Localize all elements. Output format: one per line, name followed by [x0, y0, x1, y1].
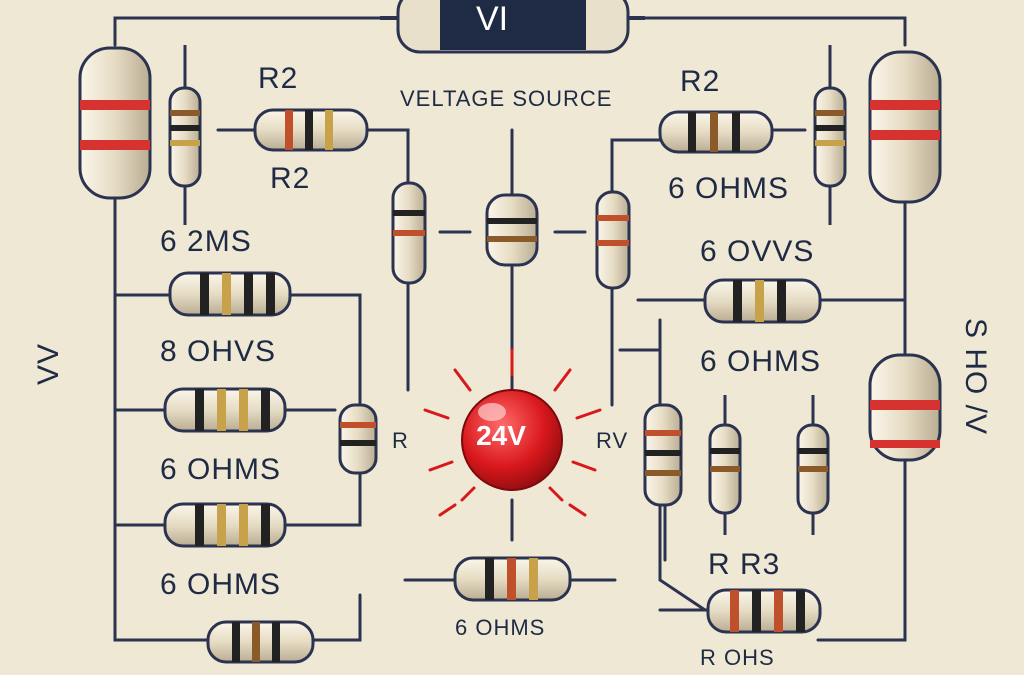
- resistor-center: [485, 193, 539, 267]
- label-r-6-ovvs: 6 OVVS: [700, 235, 815, 268]
- label-bottom-6-ohms: 6 OHMS: [455, 615, 546, 640]
- resistor-right-vertical-1: [643, 403, 683, 507]
- resistor-big-top-left: [78, 46, 152, 200]
- label-6-ohms-a: 6 OHMS: [160, 453, 282, 486]
- bulb-label: 24V: [476, 420, 526, 451]
- resistor-bottom-center: [453, 556, 572, 602]
- resistor-right-row-1: [703, 278, 822, 324]
- label-r2-top-left: R2: [258, 62, 299, 95]
- resistor-left-row-3: [163, 502, 287, 548]
- voltage-source-caption: VELTAGE SOURCE: [400, 86, 613, 111]
- bulb-highlight: [478, 403, 506, 421]
- label-8-ohms: 8 OHVS: [160, 335, 277, 368]
- resistor-r2-top-right: [658, 110, 774, 154]
- resistor-left-ladder-vertical: [338, 403, 378, 475]
- label-r-6ohms: 6 OHMS: [668, 172, 790, 205]
- resistor-top-left-small: [168, 45, 202, 225]
- resistor-left-row-1: [168, 271, 292, 317]
- label-r2-mid-left: R2: [270, 162, 311, 195]
- label-6-2ms: 6 2MS: [160, 225, 252, 258]
- resistor-bottom-right: [706, 588, 822, 634]
- label-6-ohms-b: 6 OHMS: [160, 568, 282, 601]
- label-bottom-r-ohs: R OHS: [700, 645, 775, 670]
- resistor-big-top-right: [868, 50, 942, 204]
- label-r-r3: R R3: [708, 548, 781, 581]
- label-right-rv: RV: [596, 428, 629, 453]
- label-left-vv: VV: [32, 342, 65, 385]
- resistor-big-right-middle: [868, 353, 942, 462]
- resistor-r2-top-left: [253, 108, 369, 152]
- resistor-center-right-vertical: [595, 190, 631, 290]
- voltage-source-label: VI: [475, 0, 509, 38]
- resistor-right-vertical-3: [796, 395, 830, 535]
- label-r2-top-right: R2: [680, 65, 721, 98]
- label-r-6-ohms: 6 OHMS: [700, 345, 822, 378]
- resistor-right-vertical-2: [708, 395, 742, 535]
- bulb-rays: [423, 348, 602, 517]
- resistor-center-left-vertical: [391, 181, 427, 285]
- resistor-left-row-2: [163, 387, 287, 433]
- resistor-top-right-small: [813, 45, 847, 225]
- resistor-left-bottom: [206, 620, 315, 664]
- label-right-side: S HO /V: [959, 318, 992, 436]
- voltage-source-block: [380, 0, 645, 54]
- label-left-r: R: [392, 428, 409, 453]
